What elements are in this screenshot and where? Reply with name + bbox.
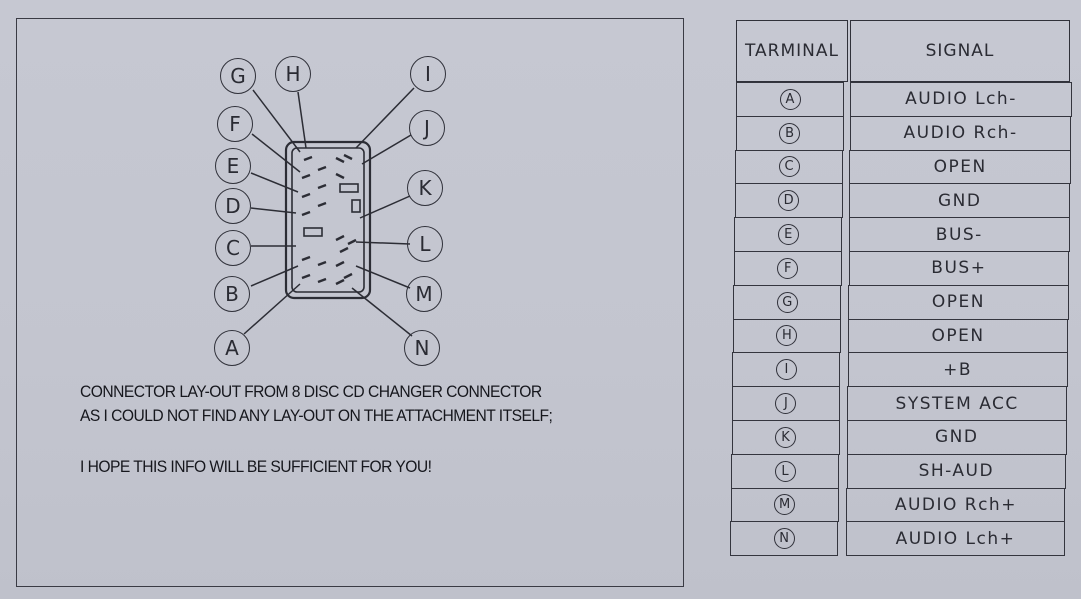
signal-label: OPEN: [933, 156, 987, 177]
terminal-letter: K: [775, 426, 796, 448]
callout-a: A: [214, 330, 250, 366]
leader-line-d: [250, 207, 297, 214]
signal-label: SH-AUD: [918, 461, 995, 482]
signal-label: AUDIO Lch+: [895, 528, 1016, 549]
table-row-terminal: J: [731, 386, 840, 421]
table-row-terminal: C: [735, 149, 844, 185]
terminal-letter: A: [779, 88, 801, 110]
leader-line-a: [243, 283, 301, 335]
note-line-3: I HOPE THIS INFO WILL BE SUFFICIENT FOR …: [80, 457, 432, 476]
signal-label: BUS-: [935, 224, 983, 245]
leader-line-k: [359, 195, 411, 219]
terminal-letter: L: [774, 460, 796, 482]
table-row-signal: AUDIO Rch-: [849, 115, 1072, 151]
leader-line-i: [355, 87, 415, 149]
terminal-letter: G: [776, 291, 798, 313]
table-row-signal: AUDIO Rch+: [846, 487, 1066, 523]
table-row-signal: OPEN: [849, 149, 1071, 185]
diagram-panel: [16, 18, 684, 587]
table-row-signal: AUDIO Lch-: [850, 82, 1072, 117]
callout-c: C: [215, 230, 251, 266]
leader-line-n: [351, 287, 413, 337]
callout-j: J: [409, 110, 445, 146]
signal-label: +B: [943, 359, 973, 380]
callout-l: L: [407, 226, 443, 262]
signal-label: AUDIO Lch-: [905, 89, 1017, 110]
table-row-terminal: G: [733, 284, 842, 320]
header-signal: SIGNAL: [850, 20, 1070, 82]
leader-line-h: [297, 91, 307, 149]
table-row-terminal: D: [734, 183, 843, 219]
table-row-signal: GND: [849, 183, 1071, 219]
leader-line-m: [355, 265, 411, 289]
table-row-terminal: B: [735, 115, 844, 151]
callout-e: E: [215, 148, 251, 184]
terminal-letter: F: [777, 257, 799, 279]
table-row-terminal: M: [730, 487, 839, 523]
table-row-terminal: I: [732, 352, 841, 388]
terminal-letter: M: [774, 494, 796, 516]
table-row-terminal: F: [733, 251, 842, 286]
connector-key: [339, 183, 359, 193]
signal-label: SYSTEM ACC: [895, 393, 1019, 414]
connector-body-outer: [284, 140, 372, 300]
terminal-letter: B: [779, 122, 801, 144]
leader-line-l: [355, 241, 411, 245]
signal-label: AUDIO Rch-: [903, 123, 1018, 144]
signal-label: GND: [937, 190, 982, 211]
table-row-terminal: H: [732, 318, 841, 354]
callout-g: G: [220, 58, 256, 94]
terminal-letter: E: [777, 224, 799, 246]
callout-d: D: [215, 188, 251, 224]
table-row-terminal: L: [731, 453, 840, 489]
signal-label: GND: [935, 427, 979, 448]
table-row-terminal: A: [736, 82, 844, 117]
table-row-signal: BUS-: [848, 217, 1070, 252]
callout-n: N: [404, 330, 440, 366]
header-terminal: TARMINAL: [736, 20, 848, 82]
connector-latch: [303, 227, 323, 237]
callout-m: M: [406, 276, 442, 312]
callout-k: K: [407, 170, 443, 206]
table-row-signal: AUDIO Lch+: [846, 521, 1065, 557]
table-row-signal: SYSTEM ACC: [847, 386, 1068, 421]
terminal-letter: D: [778, 190, 800, 212]
connector-body-inner: [291, 147, 365, 293]
table-row-terminal: K: [731, 420, 840, 455]
table-row-terminal: N: [730, 521, 839, 557]
note-line-2: AS I COULD NOT FIND ANY LAY-OUT ON THE A…: [80, 406, 553, 425]
note-line-1: CONNECTOR LAY-OUT FROM 8 DISC CD CHANGER…: [80, 382, 542, 401]
terminal-letter: I: [775, 359, 797, 381]
terminal-letter: N: [773, 528, 795, 550]
table-row-signal: GND: [847, 420, 1067, 455]
table-row-signal: OPEN: [847, 318, 1069, 354]
leader-line-e: [250, 172, 299, 193]
signal-label: OPEN: [931, 292, 985, 313]
terminal-letter: H: [776, 325, 798, 347]
terminal-letter: J: [775, 393, 797, 415]
leader-line-b: [250, 265, 299, 287]
callout-i: I: [410, 56, 446, 92]
callout-h: H: [275, 56, 311, 92]
signal-label: BUS+: [931, 258, 987, 279]
callout-f: F: [217, 106, 253, 142]
signal-label: OPEN: [931, 325, 985, 346]
table-row-signal: SH-AUD: [846, 453, 1066, 489]
table-row-signal: +B: [847, 352, 1068, 388]
table-row-terminal: E: [734, 217, 843, 252]
terminal-letter: C: [778, 156, 800, 178]
callout-b: B: [214, 276, 250, 312]
table-row-signal: OPEN: [848, 284, 1069, 320]
table-row-signal: BUS+: [848, 251, 1070, 286]
connector-key-small: [351, 199, 361, 213]
signal-label: AUDIO Rch+: [894, 494, 1017, 515]
